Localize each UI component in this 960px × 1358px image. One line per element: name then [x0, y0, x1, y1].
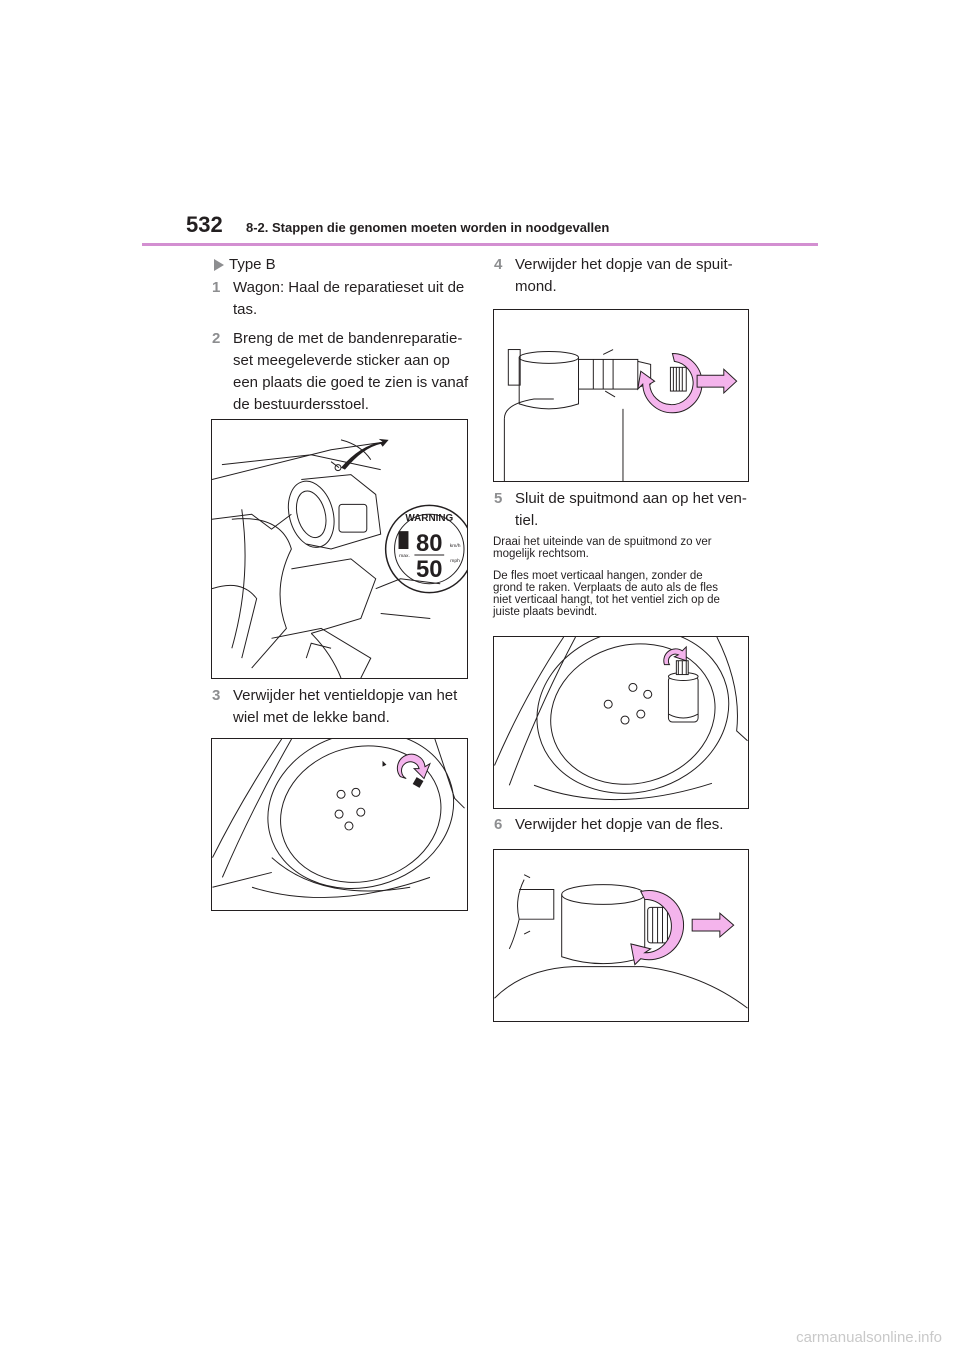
figure-wheel-valve-cap [211, 738, 468, 911]
type-label: Type B [229, 256, 276, 273]
figure-car-interior-sticker: WARNING 80 50 max. km/h mph [211, 419, 468, 679]
step-number: 3 [212, 687, 221, 704]
step-number: 1 [212, 279, 221, 296]
pull-arrow-icon [691, 912, 735, 939]
note-text: juiste plaats bevindt. [493, 606, 598, 618]
note-text: grond te raken. Verplaats de auto als de… [493, 582, 719, 594]
rotate-arrow-icon [396, 753, 431, 780]
watermark: carmanualsonline.info [796, 1329, 942, 1346]
step-text: Verwijder het dopje van de fles. [515, 816, 724, 833]
sticker-speed-mph: 50 [416, 556, 442, 583]
step-text: Sluit de spuitmond aan op het ven- [515, 490, 747, 507]
sticker-unit-mph: mph [450, 558, 460, 564]
rotate-arrow-icon [637, 352, 703, 414]
sticker-speed-kmh: 80 [416, 530, 442, 557]
figure-bottle-on-valve [493, 636, 749, 809]
step-number: 5 [494, 490, 503, 507]
step-text: wiel met de lekke band. [233, 709, 390, 726]
step-text: de bestuurdersstoel. [233, 396, 369, 413]
step-text: Verwijder het ventieldopje van het [233, 687, 458, 704]
step-text: een plaats die goed te zien is vanaf [233, 374, 469, 391]
step-number: 6 [494, 816, 503, 833]
pull-arrow-icon [696, 368, 738, 395]
figure-bottle-cap [493, 849, 749, 1022]
figure-nozzle-cap [493, 309, 749, 482]
step-number: 4 [494, 256, 503, 273]
sticker-unit-kmh: km/h [450, 543, 461, 549]
sticker-max: max. [399, 554, 410, 559]
warning-sticker-icon: WARNING 80 50 max. km/h mph [384, 504, 467, 594]
page-number: 532 [186, 212, 223, 237]
note-text: mogelijk rechtsom. [493, 548, 589, 560]
note-text: De fles moet verticaal hangen, zonder de [493, 570, 703, 582]
step-number: 2 [212, 330, 221, 347]
note-text: niet verticaal hangt, tot het ventiel zi… [493, 594, 720, 606]
bullet-triangle-icon [214, 259, 224, 271]
note-text: Draai het uiteinde van de spuitmond zo v… [493, 536, 712, 548]
step-text: Wagon: Haal de reparatieset uit de [233, 279, 465, 296]
step-text: Verwijder het dopje van de spuit- [515, 256, 733, 273]
step-text: Breng de met de bandenreparatie- [233, 330, 463, 347]
sticker-warning-text: WARNING [405, 513, 453, 524]
rotate-arrow-icon [663, 645, 687, 666]
step-text: set meegeleverde sticker aan op [233, 352, 450, 369]
step-text: tiel. [515, 512, 539, 529]
step-text: mond. [515, 278, 557, 295]
section-title: 8-2. Stappen die genomen moeten worden i… [246, 220, 610, 235]
rotate-arrow-icon [630, 890, 685, 966]
header-rule [142, 243, 818, 246]
step-text: tas. [233, 301, 258, 318]
